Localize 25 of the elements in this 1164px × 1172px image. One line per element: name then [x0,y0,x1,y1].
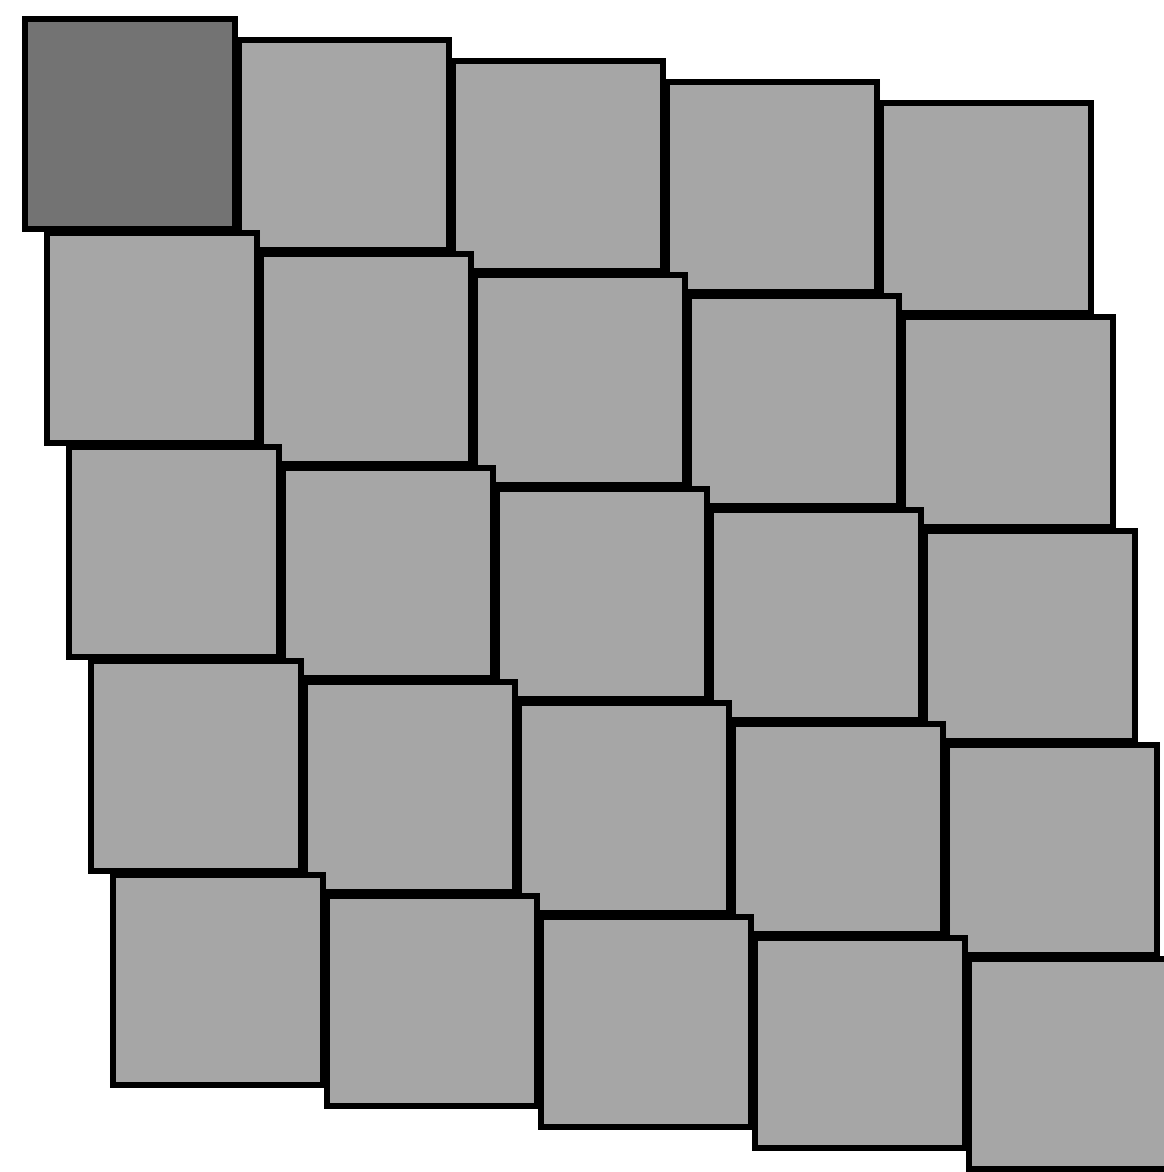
square-tile [258,251,474,467]
square-tile [88,658,304,874]
square-tile [730,721,946,937]
square-tile [900,314,1116,530]
square-tile [708,507,924,723]
square-tile [450,58,666,274]
square-tile [280,465,496,681]
square-tile [664,79,880,295]
square-tile [22,16,238,232]
square-tile [686,293,902,509]
square-tile [922,528,1138,744]
square-tile [494,486,710,702]
square-tile [66,444,282,660]
square-tile [752,935,968,1151]
square-tile [944,742,1160,958]
square-tile [302,679,518,895]
square-tile [516,700,732,916]
square-tile [472,272,688,488]
square-tile [236,37,452,253]
square-tile [538,914,754,1130]
square-tile [324,893,540,1109]
square-tile [110,872,326,1088]
square-tile [44,230,260,446]
square-tile [966,956,1164,1172]
square-tile [878,100,1094,316]
